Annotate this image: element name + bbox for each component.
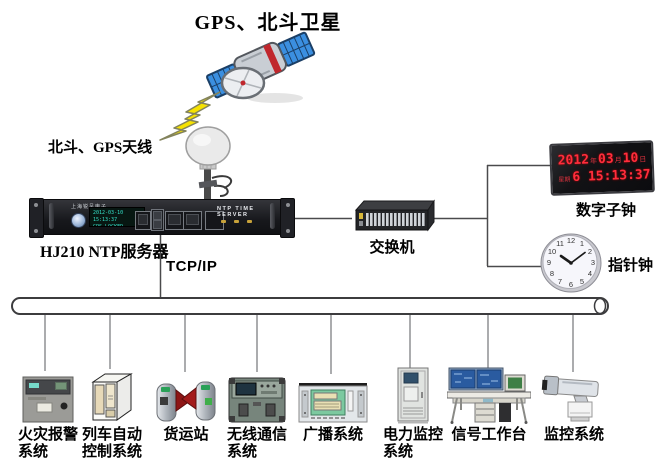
ethernet-port xyxy=(135,211,151,230)
device-power-monitor: 电力监控系统 xyxy=(374,366,452,460)
signal-workstation-icon xyxy=(447,367,531,424)
device-freight-station: 货运站 xyxy=(146,366,226,444)
rack-ear-left xyxy=(29,198,44,238)
analog-clock: 1 2 3 4 5 6 7 8 9 10 11 12 xyxy=(540,233,602,293)
svg-text:11: 11 xyxy=(556,239,564,248)
device-wireless-comm: 无线通信系统 xyxy=(217,366,297,460)
gps-antenna-icon xyxy=(185,126,233,204)
protocol-label: TCP/IP xyxy=(166,258,218,275)
switch-icon xyxy=(354,199,435,232)
satellite-icon xyxy=(206,31,316,103)
server-power-button xyxy=(71,213,86,228)
turnstile-icon xyxy=(156,381,216,422)
server-panel-text: NTP TIME SERVER xyxy=(217,206,255,218)
device-fire-alarm: 火灾报警系统 xyxy=(7,366,89,460)
wireless-comm-icon xyxy=(228,377,286,423)
switch-label: 交换机 xyxy=(369,240,415,256)
usb-ports xyxy=(151,209,164,231)
diagram-title: GPS、北斗卫星 xyxy=(194,12,342,34)
broadcast-icon xyxy=(298,383,368,423)
svg-text:5: 5 xyxy=(580,277,584,286)
svg-text:1: 1 xyxy=(580,239,584,248)
svg-text:12: 12 xyxy=(567,236,575,245)
train-control-icon xyxy=(91,373,133,421)
svg-text:3: 3 xyxy=(591,258,595,267)
fire-alarm-icon xyxy=(22,376,74,423)
server-brand-logo: 上海锐呈电子 xyxy=(71,203,107,210)
ethernet-port xyxy=(183,211,202,230)
svg-text:10: 10 xyxy=(548,247,556,256)
device-signal-workstation: 信号工作台 xyxy=(445,366,533,444)
svg-text:2: 2 xyxy=(588,247,592,256)
lightning-icon xyxy=(159,91,221,141)
analog-clock-label: 指针钟 xyxy=(608,258,654,274)
network-bus xyxy=(11,297,609,315)
svg-text:8: 8 xyxy=(550,269,554,278)
server-handle-left xyxy=(49,203,54,229)
device-train-control: 列车自动控制系统 xyxy=(72,366,152,460)
svg-text:6: 6 xyxy=(569,280,573,289)
ethernet-port xyxy=(165,211,184,230)
cctv-camera-icon xyxy=(541,375,599,422)
antenna-label: 北斗、GPS天线 xyxy=(48,140,153,156)
svg-text:4: 4 xyxy=(588,269,592,278)
device-broadcast: 广播系统 xyxy=(293,366,373,444)
server-handle-right xyxy=(270,203,275,229)
power-cabinet-icon xyxy=(397,367,429,424)
device-cctv: 监控系统 xyxy=(535,366,613,444)
svg-text:7: 7 xyxy=(558,277,562,286)
server-status-leds xyxy=(221,220,275,226)
rack-ear-right xyxy=(280,198,295,238)
svg-text:9: 9 xyxy=(547,258,551,267)
digital-clock-label: 数字子钟 xyxy=(575,203,636,219)
server-label: HJ210 NTP服务器 xyxy=(40,244,169,261)
